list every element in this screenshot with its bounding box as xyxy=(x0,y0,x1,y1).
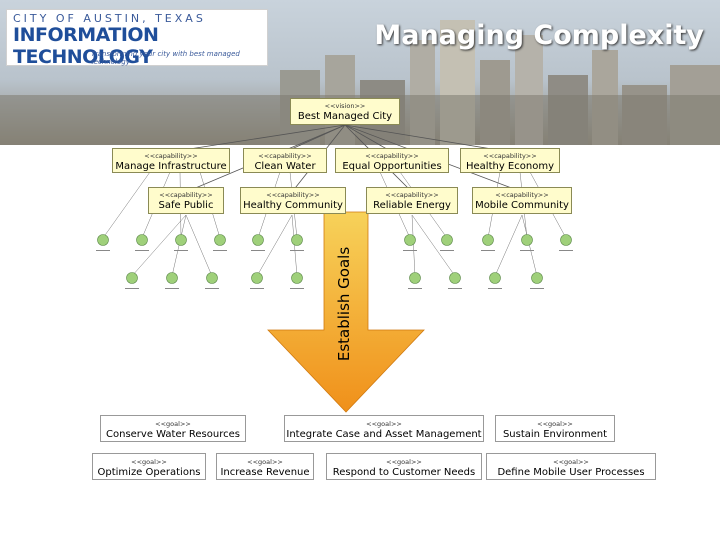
goal-box-increase-revenue: <<goal>> Increase Revenue xyxy=(216,453,314,480)
city-logo: CITY OF AUSTIN, TEXAS INFORMATION TECHNO… xyxy=(6,9,268,68)
goal-stereotype: <<goal>> xyxy=(537,420,573,428)
capability-node-connectors xyxy=(102,171,567,277)
capability-box-healthy-economy: <<capability>> Healthy Economy xyxy=(460,148,560,173)
capability-name: Healthy Economy xyxy=(466,161,554,172)
goal-box-optimize-operations: <<goal>> Optimize Operations xyxy=(92,453,206,480)
goal-name: Integrate Case and Asset Management xyxy=(286,429,482,440)
capability-name: Safe Public xyxy=(158,200,214,211)
capability-stereotype: <<capability>> xyxy=(144,152,198,160)
goal-box-define-mobile-user-processes: <<goal>> Define Mobile User Processes xyxy=(486,453,656,480)
capability-stereotype: <<capability>> xyxy=(385,191,439,199)
logo-department-text: INFORMATION TECHNOLOGY xyxy=(13,24,159,68)
capability-stereotype: <<capability>> xyxy=(365,152,419,160)
goal-stereotype: <<goal>> xyxy=(247,458,283,466)
capability-name: Manage Infrastructure xyxy=(115,161,227,172)
goal-box-sustain-environment: <<goal>> Sustain Environment xyxy=(495,415,615,442)
logo-tagline: Transforming your city with best managed… xyxy=(91,50,240,66)
goal-name: Conserve Water Resources xyxy=(106,429,240,440)
globe-node-icon xyxy=(213,234,227,251)
capability-box-mobile-community: <<capability>> Mobile Community xyxy=(472,187,572,214)
capability-stereotype: <<capability>> xyxy=(258,152,312,160)
goal-stereotype: <<goal>> xyxy=(553,458,589,466)
node-icons xyxy=(96,234,573,289)
globe-node-icon xyxy=(165,272,179,289)
goal-name: Respond to Customer Needs xyxy=(332,467,476,478)
goal-stereotype: <<goal>> xyxy=(155,420,191,428)
capability-name: Equal Opportunities xyxy=(342,161,442,172)
capability-box-manage-infrastructure: <<capability>> Manage Infrastructure xyxy=(112,148,230,173)
goal-name: Define Mobile User Processes xyxy=(497,467,645,478)
globe-node-icon xyxy=(96,234,110,251)
globe-node-icon xyxy=(559,234,573,251)
logo-city-text: CITY OF AUSTIN, TEXAS xyxy=(13,12,206,25)
capability-name: Clean Water xyxy=(254,161,316,172)
goal-name: Sustain Environment xyxy=(502,429,608,440)
goal-box-conserve-water-resources: <<goal>> Conserve Water Resources xyxy=(100,415,246,442)
goal-stereotype: <<goal>> xyxy=(366,420,402,428)
header-banner: CITY OF AUSTIN, TEXAS INFORMATION TECHNO… xyxy=(0,0,720,145)
globe-node-icon xyxy=(488,272,502,289)
globe-node-icon xyxy=(408,272,422,289)
vision-name: Best Managed City xyxy=(297,111,393,122)
capability-stereotype: <<capability>> xyxy=(483,152,537,160)
capability-box-equal-opportunities: <<capability>> Equal Opportunities xyxy=(335,148,449,173)
globe-node-icon xyxy=(403,234,417,251)
establish-goals-label: Establish Goals xyxy=(335,246,353,362)
skyline-image xyxy=(0,20,720,145)
goal-stereotype: <<goal>> xyxy=(131,458,167,466)
capability-name: Mobile Community xyxy=(475,200,569,211)
goal-name: Increase Revenue xyxy=(220,467,310,478)
capability-stereotype: <<capability>> xyxy=(495,191,549,199)
capability-box-clean-water: <<capability>> Clean Water xyxy=(243,148,327,173)
capability-box-healthy-community: <<capability>> Healthy Community xyxy=(240,187,346,214)
capability-name: Healthy Community xyxy=(243,200,343,211)
goal-box-integrate-case-and-asset-management: <<goal>> Integrate Case and Asset Manage… xyxy=(284,415,484,442)
globe-node-icon xyxy=(205,272,219,289)
globe-node-icon xyxy=(520,234,534,251)
globe-node-icon xyxy=(251,234,265,251)
establish-goals-arrow xyxy=(267,211,425,413)
globe-node-icon xyxy=(440,234,454,251)
slide-title: Managing Complexity xyxy=(374,20,704,51)
goal-box-respond-to-customer-needs: <<goal>> Respond to Customer Needs xyxy=(326,453,482,480)
globe-node-icon xyxy=(530,272,544,289)
capability-stereotype: <<capability>> xyxy=(266,191,320,199)
capability-name: Reliable Energy xyxy=(373,200,451,211)
globe-node-icon xyxy=(481,234,495,251)
goal-stereotype: <<goal>> xyxy=(386,458,422,466)
globe-node-icon xyxy=(135,234,149,251)
globe-node-icon xyxy=(250,272,264,289)
capability-box-safe-public: <<capability>> Safe Public xyxy=(148,187,224,214)
globe-node-icon xyxy=(290,272,304,289)
globe-node-icon xyxy=(448,272,462,289)
vision-stereotype: <<vision>> xyxy=(324,102,366,110)
globe-node-icon xyxy=(174,234,188,251)
globe-node-icon xyxy=(290,234,304,251)
capability-box-reliable-energy: <<capability>> Reliable Energy xyxy=(366,187,458,214)
globe-node-icon xyxy=(125,272,139,289)
capability-stereotype: <<capability>> xyxy=(159,191,213,199)
vision-box: <<vision>> Best Managed City xyxy=(290,98,400,125)
goal-name: Optimize Operations xyxy=(97,467,201,478)
